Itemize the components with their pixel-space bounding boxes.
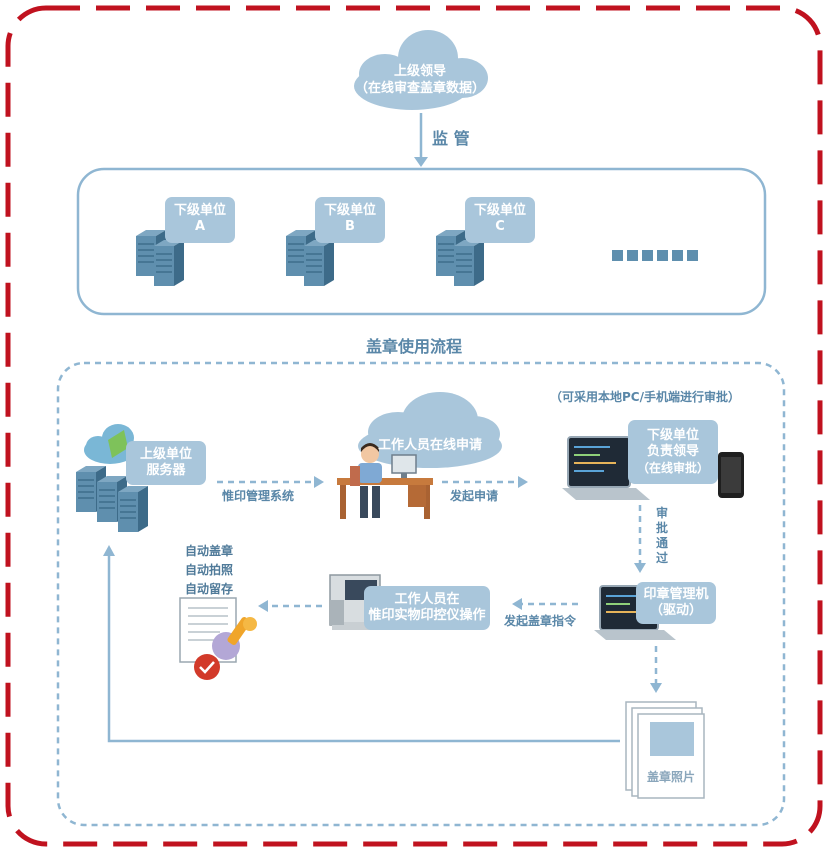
process-title: 盖章使用流程 xyxy=(365,337,462,356)
leader-label-line2: 负责领导 xyxy=(646,444,699,459)
seal-photo-icon xyxy=(625,701,705,799)
phone-icon xyxy=(718,452,744,498)
command-arrow xyxy=(512,598,578,610)
auto-seal-label: 自动盖章 xyxy=(184,544,233,558)
apply-arrow-label: 发起申请 xyxy=(450,489,499,503)
photo-arrow xyxy=(650,646,662,693)
seal-manager-label-line1: 印章管理机 xyxy=(643,587,709,602)
approve-arrow xyxy=(634,505,646,573)
return-arrow xyxy=(103,545,620,743)
subunit-b-letter: B xyxy=(345,219,355,234)
subunit-a-letter: A xyxy=(194,219,206,234)
server-label-line2: 服务器 xyxy=(146,463,186,478)
subunit-panel xyxy=(76,167,767,316)
stamped-document-icon xyxy=(179,597,257,680)
applicant-label: 工作人员在线申请 xyxy=(377,438,482,453)
more-units-indicator xyxy=(612,250,698,261)
server-label-line1: 上级单位 xyxy=(139,447,192,462)
laptop-icon xyxy=(562,436,650,500)
seal-photo-label: 盖章照片 xyxy=(646,770,695,784)
top-cloud-title: 上级领导 xyxy=(393,64,446,79)
operator-label-line1: 工作人员在 xyxy=(394,592,460,607)
top-cloud-subtitle: （在线审查盖章数据） xyxy=(354,81,485,96)
approve-label: 审批通过 xyxy=(655,506,668,565)
seal-manager-label-box xyxy=(636,582,716,624)
auto-archive-label: 自动留存 xyxy=(184,582,233,596)
leader-label-line3: （在线审批） xyxy=(636,461,709,475)
system-label: 惟印管理系统 xyxy=(222,489,295,503)
server-label-box xyxy=(126,441,206,485)
cloud-shape-applicant xyxy=(358,392,502,468)
subunit-c-letter: C xyxy=(495,219,505,234)
subunit-c-title: 下级单位 xyxy=(473,203,526,218)
office-worker-icon xyxy=(337,443,433,519)
operator-label-box xyxy=(364,586,490,630)
operator-label-line2: 惟印实物印控仪操作 xyxy=(368,608,486,623)
subunit-b-title: 下级单位 xyxy=(323,203,376,218)
output-arrow xyxy=(258,600,322,612)
leader-label-box xyxy=(628,420,718,484)
cloud-shape-top xyxy=(354,30,488,110)
apply-arrow xyxy=(442,476,528,488)
leader-label-line1: 下级单位 xyxy=(646,428,699,443)
supervise-label: 监 管 xyxy=(432,129,470,148)
supervise-arrow xyxy=(414,113,428,167)
subunit-box-b xyxy=(315,197,385,243)
command-label: 发起盖章指令 xyxy=(504,614,577,628)
subunit-a-title: 下级单位 xyxy=(173,203,226,218)
cloud-server-icon xyxy=(75,424,149,533)
subunit-box-a xyxy=(165,197,235,243)
outer-frame xyxy=(5,5,823,847)
auto-photo-label: 自动拍照 xyxy=(184,563,233,577)
process-panel xyxy=(56,361,786,827)
process-note: （可采用本地PC/手机端进行审批） xyxy=(550,390,740,404)
system-arrow xyxy=(217,476,324,488)
seal-manager-label-line2: （驱动） xyxy=(649,603,702,618)
subunit-box-c xyxy=(465,197,535,243)
